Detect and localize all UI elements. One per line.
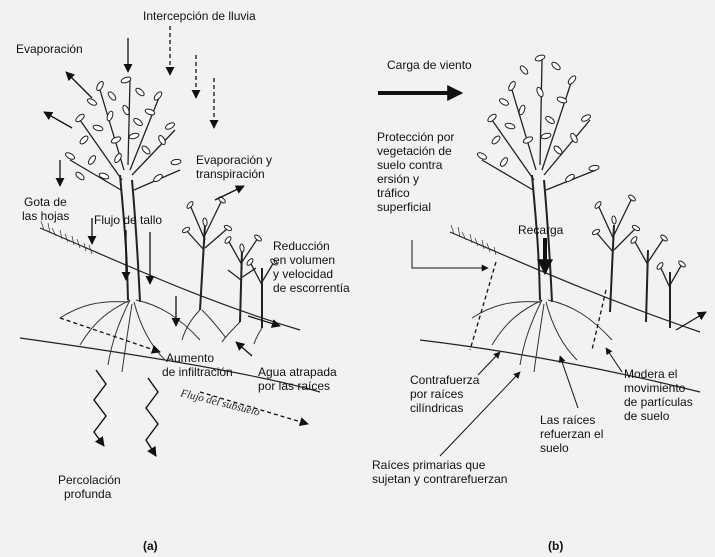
infiltration-arrow xyxy=(60,318,160,352)
evaporation-arrow-2 xyxy=(44,112,72,128)
label-protection-3: suelo contra xyxy=(377,158,443,172)
label-moderate-1: Modera el xyxy=(624,367,677,381)
label-percolation-1: Percolación xyxy=(58,473,121,487)
label-recharge: Recarga xyxy=(518,223,564,237)
label-moderate-4: de suelo xyxy=(624,409,670,423)
label-interception: Intercepción de lluvia xyxy=(143,9,256,23)
label-trapped-1: Agua atrapada xyxy=(258,365,337,379)
label-evaporation: Evaporación xyxy=(16,42,83,56)
label-leaf-drop-1: Gota de xyxy=(24,195,67,209)
protection-leader xyxy=(412,240,488,268)
reinforce-dash xyxy=(592,290,606,350)
evaporation-arrow xyxy=(66,72,92,98)
label-runoff-3: y velocidad xyxy=(273,267,333,281)
label-reinforce-2: refuerzan el xyxy=(540,427,603,441)
label-primary-roots-1: Raíces primarias que xyxy=(372,458,486,472)
label-runoff-1: Reducción xyxy=(273,239,330,253)
small-trees-b xyxy=(592,194,687,328)
label-counterforce-3: cilíndricas xyxy=(410,401,463,415)
trapped-water-arrow xyxy=(236,342,252,356)
label-reinforce-1: Las raíces xyxy=(540,413,595,427)
label-subsurface: Flujo del subsuelo xyxy=(178,387,261,419)
grass-strip xyxy=(41,221,92,254)
moderate-leader xyxy=(606,348,622,372)
label-counterforce-2: por raíces xyxy=(410,387,463,401)
label-protection-2: vegetación de xyxy=(377,144,452,158)
counterforce-leader xyxy=(478,352,500,375)
label-protection-5: tráfico xyxy=(377,186,410,200)
label-protection-6: superficial xyxy=(377,200,431,214)
slope-surface-b xyxy=(450,232,700,332)
label-counterforce-1: Contrafuerza xyxy=(410,373,480,387)
label-protection-4: ersión y xyxy=(377,172,419,186)
surface-flow-arrow xyxy=(676,312,706,330)
transpiration-arrow xyxy=(215,186,244,200)
label-runoff-2: en volumen xyxy=(273,253,335,267)
panel-a: Intercepción de lluvia Evaporación Evapo… xyxy=(16,9,350,553)
label-percolation-2: profunda xyxy=(64,487,112,501)
runoff-arrow xyxy=(248,316,280,326)
label-reinforce-3: suelo xyxy=(540,441,569,455)
label-evap-transp-1: Evaporación y xyxy=(196,153,272,167)
caption-a: (a) xyxy=(143,539,158,553)
label-moderate-2: movimiento xyxy=(624,381,686,395)
label-wind-load: Carga de viento xyxy=(387,58,472,72)
label-evap-transp-2: transpiración xyxy=(196,167,265,181)
label-infiltration-2: de infiltración xyxy=(162,365,233,379)
percolation-zigzag-1 xyxy=(94,370,106,446)
grass-strip-b xyxy=(451,225,496,255)
label-protection-1: Protección por xyxy=(377,130,454,144)
small-trees-a xyxy=(182,196,279,344)
caption-b: (b) xyxy=(548,539,563,553)
percolation-zigzag-2 xyxy=(146,378,158,456)
counterforce-dash xyxy=(470,262,496,350)
label-infiltration-1: Aumento xyxy=(166,351,214,365)
panel-b: Carga de viento Protección por vegetació… xyxy=(372,54,706,553)
main-tree-b xyxy=(472,54,612,372)
label-trapped-2: por las raíces xyxy=(258,379,330,393)
label-primary-roots-2: sujetan y contrarefuerzan xyxy=(372,472,507,486)
label-leaf-drop-2: las hojas xyxy=(22,209,69,223)
label-runoff-4: de escorrentía xyxy=(273,281,350,295)
label-stem-flow: Flujo de tallo xyxy=(94,213,162,227)
label-moderate-3: de partículas xyxy=(624,395,693,409)
